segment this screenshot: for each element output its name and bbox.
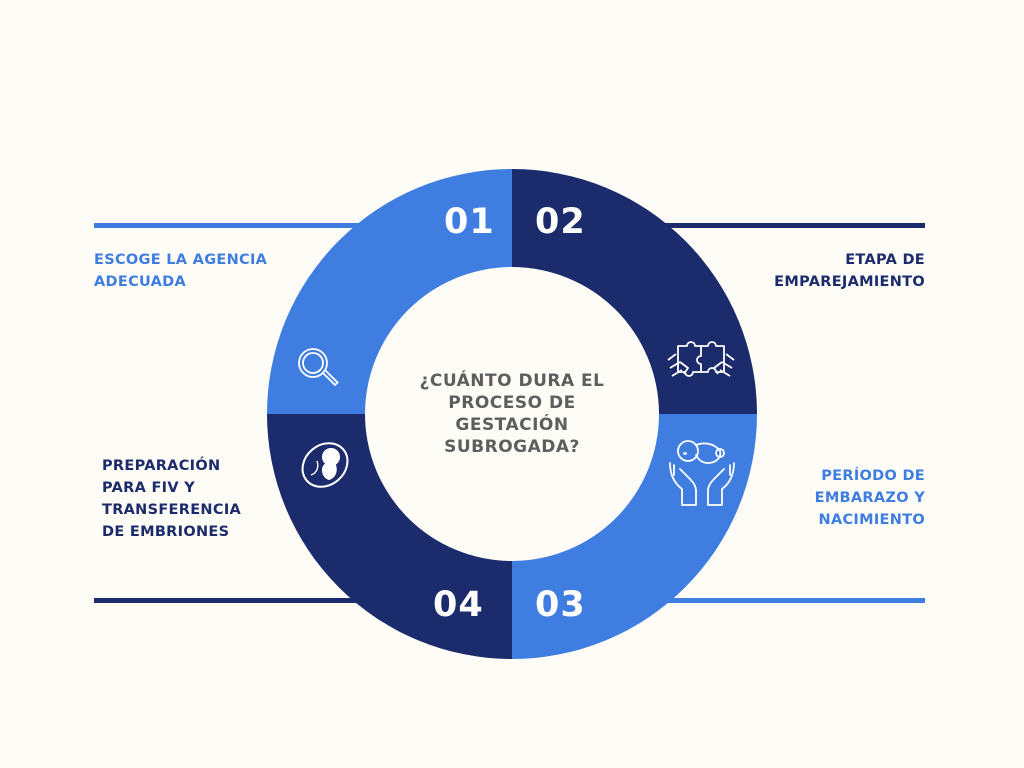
step-label-02: ETAPA DE EMPAREJAMIENTO [774, 252, 925, 290]
connector-line-step-4 [94, 598, 394, 603]
title-line: GESTACIÓN [455, 415, 569, 435]
step-label-01: ESCOGE LA AGENCIA ADECUADA [94, 252, 268, 290]
step-number-01: 01 [444, 202, 495, 242]
title-line: SUBROGADA? [444, 437, 580, 457]
fetus-icon [301, 442, 349, 488]
magnifier-icon [298, 348, 339, 387]
step-number-04: 04 [433, 585, 484, 625]
ring-center-hole [365, 267, 659, 561]
step-label-04: PREPARACIÓN PARA FIV Y TRANSFERENCIA DE … [102, 458, 242, 540]
diagram-title: ¿CUÁNTO DURA EL PROCESO DE GESTACIÓN SUB… [402, 370, 622, 458]
step-label-03: PERÍODO DE EMBARAZO Y NACIMIENTO [814, 468, 925, 528]
title-line: PROCESO DE [448, 393, 576, 413]
connector-line-step-3 [630, 598, 925, 603]
puzzle-hands-icon [667, 341, 735, 377]
connector-line-step-2 [630, 223, 925, 228]
step-number-02: 02 [535, 202, 586, 242]
baby-in-hands-icon [669, 440, 735, 506]
step-number-03: 03 [535, 585, 586, 625]
title-line: ¿CUÁNTO DURA EL [419, 371, 605, 391]
connector-line-step-1 [94, 223, 394, 228]
